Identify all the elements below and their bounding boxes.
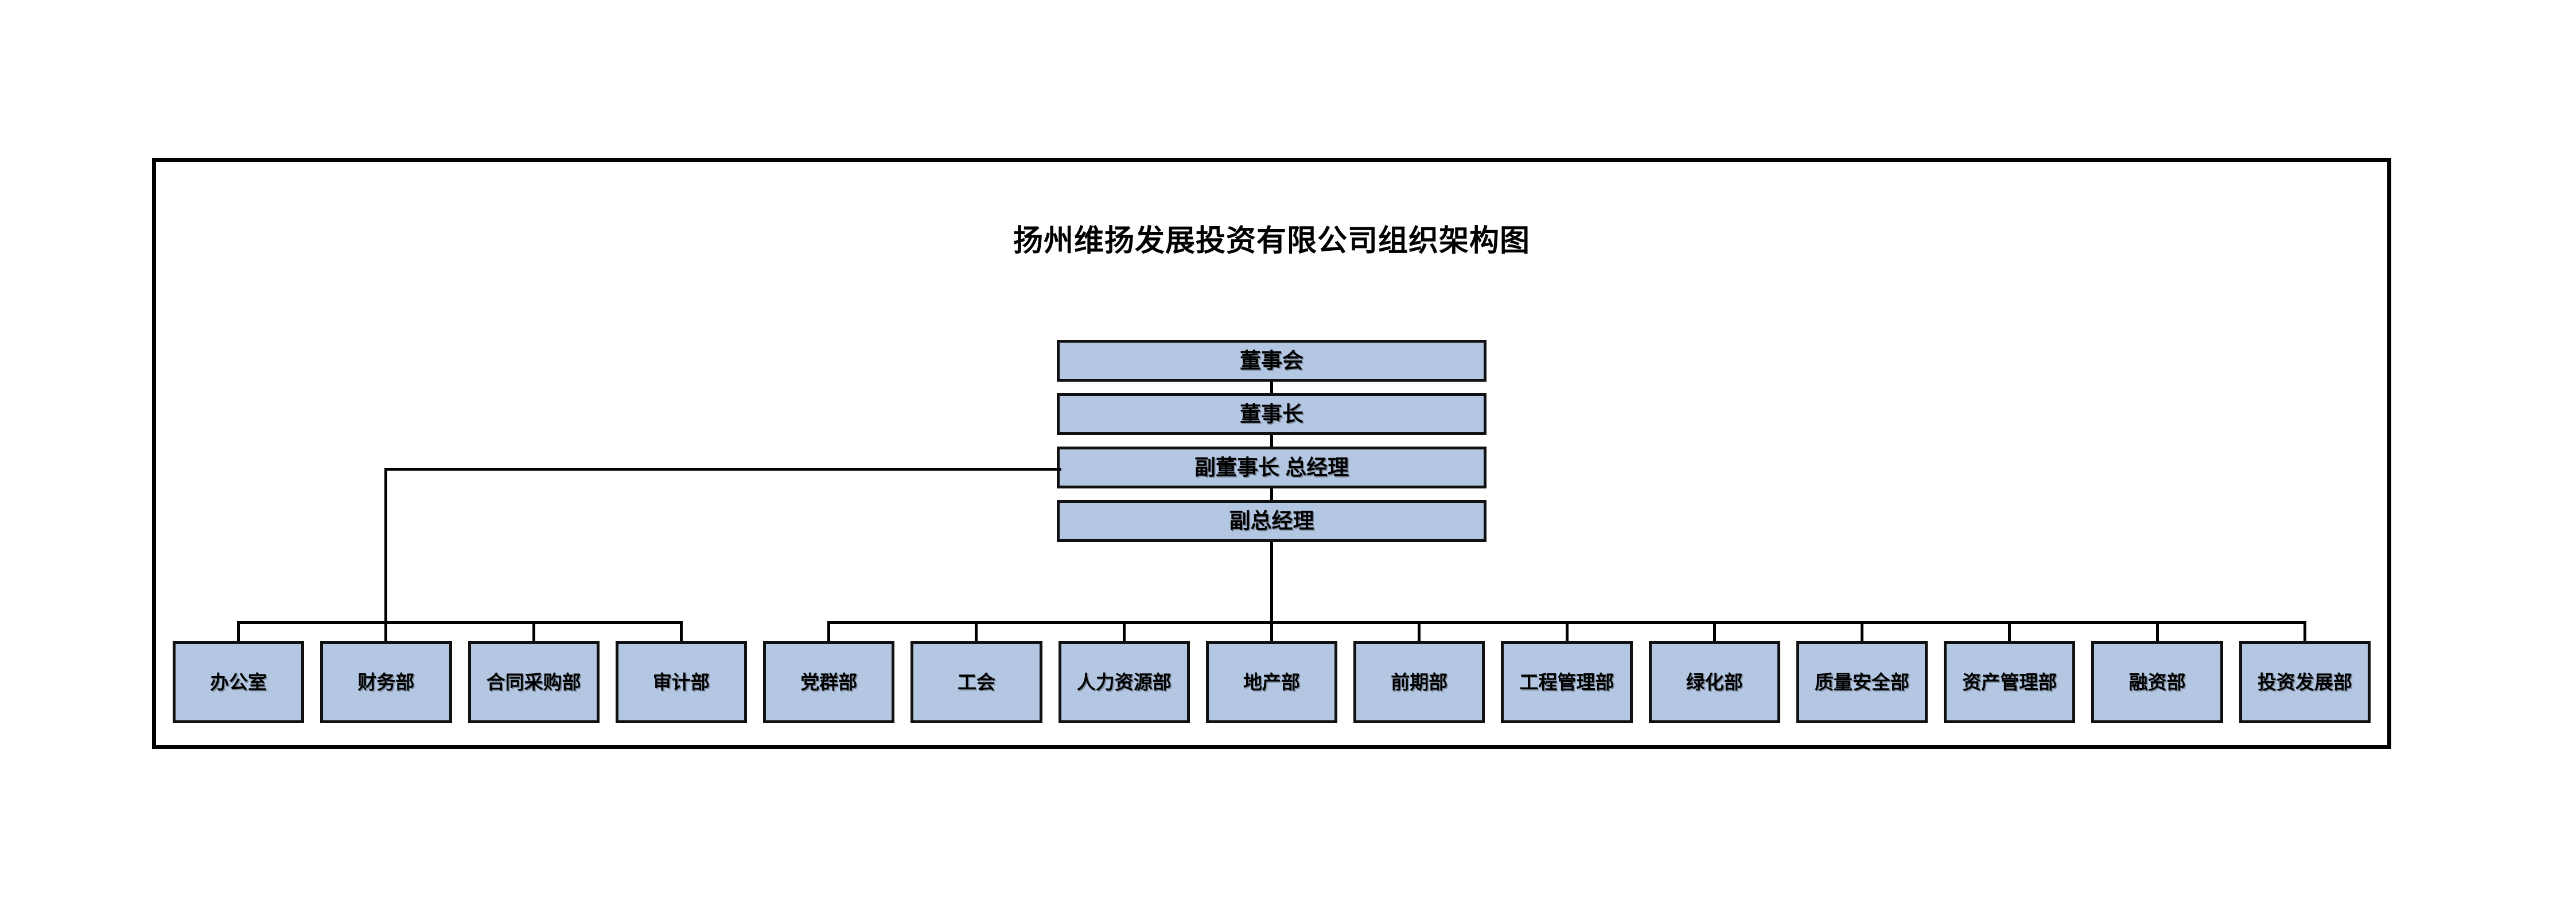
connector-drop-dept-3 <box>532 621 535 641</box>
node-department-real-estate[interactable]: 地产部 <box>1205 641 1338 723</box>
node-department-landscaping[interactable]: 绿化部 <box>1648 641 1780 723</box>
node-department-engineering-management[interactable]: 工程管理部 <box>1501 641 1633 723</box>
connector-chairman-to-vice-chairman <box>1270 435 1273 447</box>
node-deputy-general-manager[interactable]: 副总经理 <box>1057 500 1487 542</box>
node-department-contract-procurement[interactable]: 合同采购部 <box>468 641 600 723</box>
connector-drop-dept-5 <box>827 621 831 641</box>
connector-drop-dept-2 <box>384 621 388 641</box>
connector-drop-dept-8 <box>1270 621 1273 641</box>
connector-drop-dept-14 <box>2155 621 2159 641</box>
node-board-of-directors[interactable]: 董事会 <box>1057 340 1487 382</box>
node-department-preliminary-stage[interactable]: 前期部 <box>1353 641 1485 723</box>
connector-drop-dept-1 <box>237 621 240 641</box>
node-department-asset-management[interactable]: 资产管理部 <box>1944 641 2076 723</box>
connector-drop-dept-7 <box>1122 621 1126 641</box>
connector-drop-dept-13 <box>2008 621 2011 641</box>
node-department-finance[interactable]: 财务部 <box>320 641 452 723</box>
connector-vice-chairman-left-horizontal <box>386 467 1061 471</box>
connector-deputy-drop <box>1270 542 1273 621</box>
connector-drop-dept-15 <box>2303 621 2306 641</box>
node-department-labor-union[interactable]: 工会 <box>910 641 1042 723</box>
connector-drop-dept-9 <box>1418 621 1421 641</box>
node-department-human-resources[interactable]: 人力资源部 <box>1058 641 1190 723</box>
connector-vice-chairman-left-drop <box>384 467 388 641</box>
connector-board-to-chairman <box>1270 382 1273 393</box>
node-vice-chairman-general-manager[interactable]: 副董事长 总经理 <box>1057 447 1487 488</box>
page-title: 扬州维扬发展投资有限公司组织架构图 <box>1013 225 1530 258</box>
connector-drop-dept-12 <box>1861 621 1864 641</box>
node-department-audit[interactable]: 审计部 <box>615 641 748 723</box>
connector-drop-dept-10 <box>1565 621 1569 641</box>
node-department-financing[interactable]: 融资部 <box>2091 641 2223 723</box>
connector-drop-dept-4 <box>679 621 683 641</box>
node-chairman[interactable]: 董事长 <box>1057 393 1487 435</box>
connector-drop-dept-11 <box>1713 621 1716 641</box>
connector-vice-chairman-to-deputy <box>1270 488 1273 500</box>
node-department-party-mass-work[interactable]: 党群部 <box>763 641 895 723</box>
chart-frame: 扬州维扬发展投资有限公司组织架构图 董事会 董事长 副董事长 总经理 副总经理 <box>152 158 2391 749</box>
node-department-investment-development[interactable]: 投资发展部 <box>2239 641 2371 723</box>
connector-drop-dept-6 <box>975 621 978 641</box>
node-department-quality-safety[interactable]: 质量安全部 <box>1796 641 1928 723</box>
connector-left-department-bus <box>238 621 682 624</box>
node-department-office[interactable]: 办公室 <box>173 641 305 723</box>
